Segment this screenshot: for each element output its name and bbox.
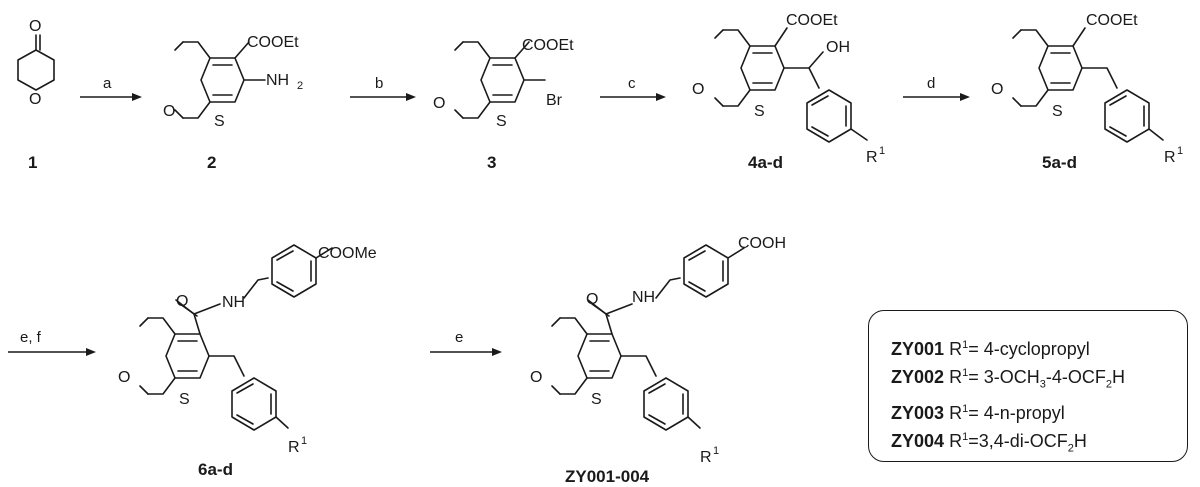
substituent-r-superscript: 1 [713, 445, 719, 457]
atom-s: S [214, 113, 225, 130]
atom-s: S [1052, 103, 1063, 120]
substituent-r: R [288, 439, 300, 456]
ester-group: COOEt [247, 34, 299, 51]
atom-s: S [591, 391, 602, 408]
amide-oxygen: O [176, 293, 188, 310]
compound-6 [139, 244, 333, 431]
condition-d: d [927, 75, 935, 92]
condition-e: e [455, 329, 463, 346]
compound-label-6: 6a-d [198, 460, 233, 479]
substituent-legend: ZY001 R1= 4-cyclopropyl ZY002 R1= 3-OCH3… [868, 310, 1188, 462]
amide-nh: NH [632, 289, 655, 306]
atom-ketone-o: O [29, 18, 41, 35]
atom-s: S [754, 103, 765, 120]
ester-group: COOEt [786, 12, 838, 29]
ester-group: COOEt [1086, 12, 1138, 29]
ester-group: COOMe [318, 245, 377, 262]
condition-a: a [103, 75, 112, 92]
amine-subscript: 2 [297, 80, 303, 92]
compound-zy001-004 [551, 244, 745, 431]
atom-ring-o: O [29, 91, 41, 108]
legend-row-zy001: ZY001 R1= 4-cyclopropyl [891, 339, 1090, 359]
condition-e-f: e, f [20, 329, 42, 346]
legend-row-zy003: ZY003 R1= 4-n-propyl [891, 402, 1065, 423]
compound-4 [714, 27, 868, 143]
compound-3 [454, 41, 546, 119]
atom-s: S [496, 113, 507, 130]
arrow-step-a: a [80, 75, 142, 101]
hydroxyl-group: OH [826, 39, 850, 56]
arrow-step-ef: e, f [8, 329, 96, 356]
amide-oxygen: O [586, 291, 598, 308]
arrow-step-b: b [350, 75, 416, 101]
atom-o: O [530, 369, 542, 386]
arrow-step-d: d [903, 75, 970, 101]
substituent-r: R [1164, 149, 1176, 166]
amine-group: NH [266, 72, 289, 89]
substituent-r-superscript: 1 [1177, 145, 1183, 157]
substituent-r: R [700, 449, 712, 466]
compound-label-5: 5a-d [1042, 153, 1077, 172]
compound-2 [174, 41, 266, 119]
compound-1: O O 1 [17, 18, 55, 172]
compound-label-2: 2 [207, 153, 216, 172]
legend-row-zy002: ZY002 R1= 3-OCH3-4-OCF2H [891, 367, 1125, 391]
arrow-step-e: e [430, 329, 502, 356]
atom-o: O [991, 81, 1003, 98]
compound-label-3: 3 [487, 153, 496, 172]
atom-s: S [179, 391, 190, 408]
substituent-r-superscript: 1 [301, 435, 307, 447]
compound-label-1: 1 [28, 153, 37, 172]
substituent-r: R [866, 149, 878, 166]
compound-label-zy001-004: ZY001-004 [565, 467, 650, 486]
atom-o: O [163, 103, 175, 120]
acid-group: COOH [738, 235, 786, 252]
legend-row-zy004: ZY004 R1=3,4-di-OCF2H [891, 430, 1087, 455]
amide-nh: NH [222, 294, 245, 311]
compound-label-4: 4a-d [748, 153, 783, 172]
ester-group: COOEt [522, 37, 574, 54]
condition-c: c [628, 75, 636, 92]
atom-o: O [692, 81, 704, 98]
bromo-group: Br [546, 92, 563, 109]
compound-5 [1012, 27, 1164, 143]
atom-o: O [433, 95, 445, 112]
arrow-step-c: c [600, 75, 666, 101]
condition-b: b [375, 75, 383, 92]
atom-o: O [118, 369, 130, 386]
substituent-r-superscript: 1 [879, 145, 885, 157]
